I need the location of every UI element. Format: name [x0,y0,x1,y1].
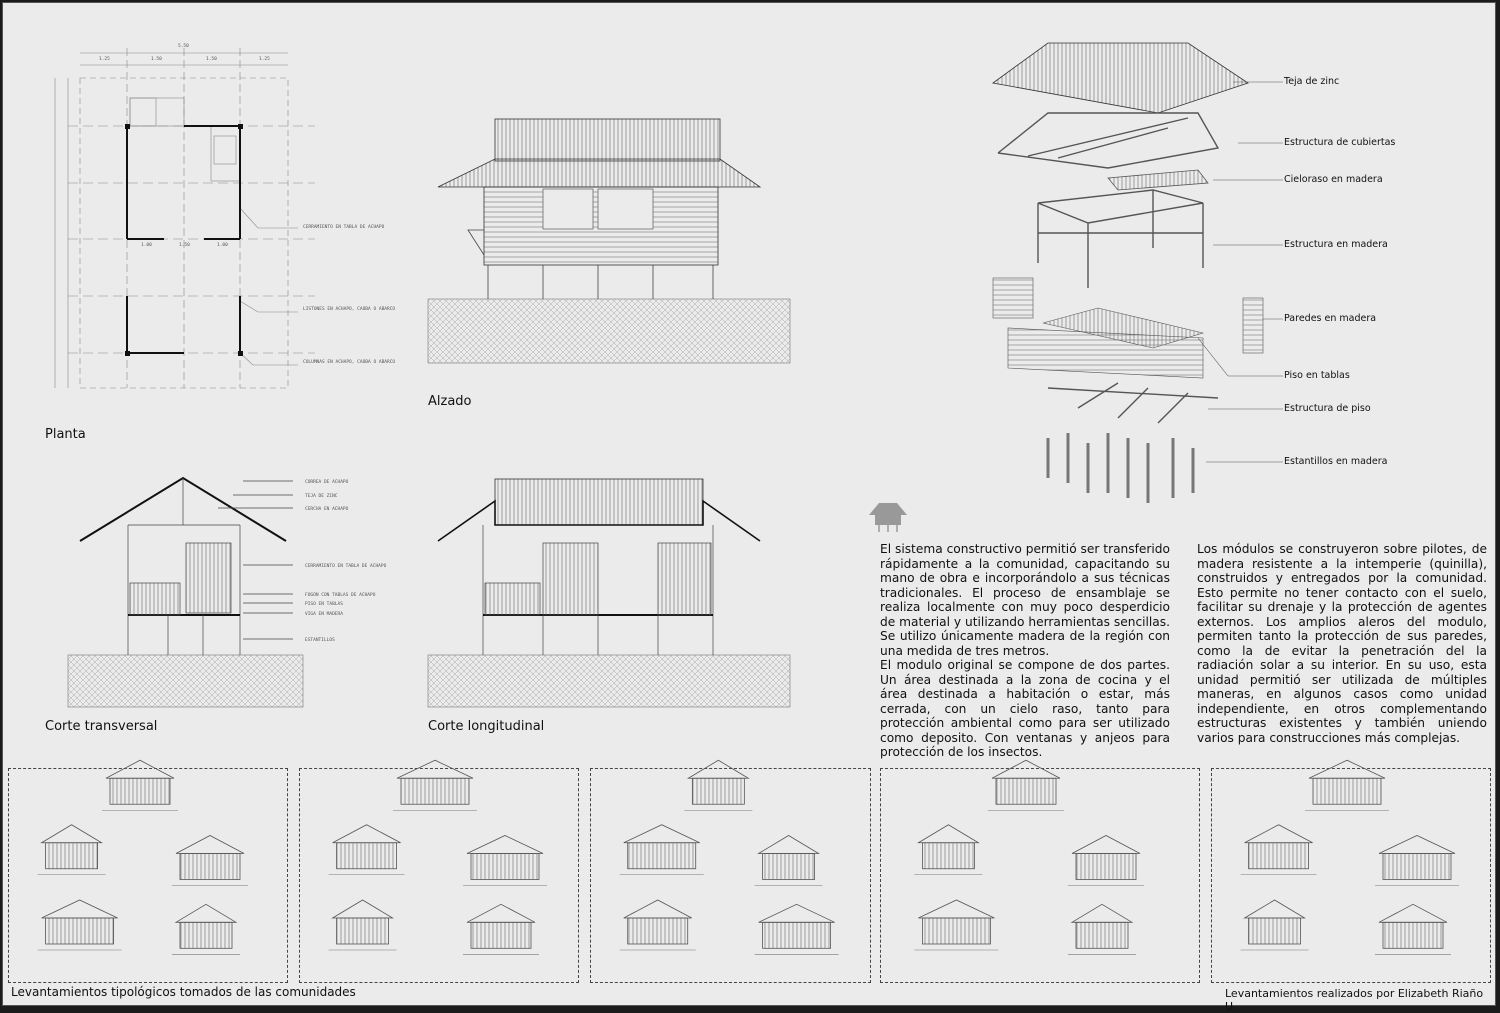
longitudinal-section-drawing [427,478,791,708]
section-note: PISO EN TABLAS [305,601,343,607]
plan-title: Planta [45,427,86,442]
plan-dim: 1.50 [179,242,190,248]
elevation-drawing [427,118,791,364]
plan-dim: 1.25 [259,56,270,62]
sketch-house [619,824,704,876]
plan-drawing: 5.50 1.25 1.50 1.50 1.25 1.00 1.50 1.00 … [54,43,395,389]
house-icon [869,503,907,532]
plan-note: LISTONES EN ACHAPO, CAOBA O ABARCO [303,306,395,312]
exploded-label: Piso en tablas [1284,370,1350,381]
paragraph: El sistema constructivo permitió ser tra… [880,542,1170,658]
sketch-house [102,759,178,811]
sketch-panel-4 [880,768,1200,983]
sketch-panel-1 [8,768,288,983]
sketch-house [37,899,122,951]
exploded-label: Paredes en madera [1284,313,1377,324]
plan-dim: 1.50 [151,56,162,62]
description-right: Los módulos se construyeron sobre pilote… [1197,542,1487,745]
description-left: El sistema constructivo permitió ser tra… [880,542,1170,760]
sketch-house [1240,824,1317,876]
sketch-house [172,903,240,955]
plan-dim: 1.00 [217,242,228,248]
elevation-title: Alzado [428,394,472,409]
sketch-house [1068,835,1144,886]
section-note: CORREA DE ACHAPO [305,479,349,485]
exploded-label: Teja de zinc [1284,76,1340,87]
section-note: CERRAMIENTO EN TABLA DE ACHAPO [305,563,387,569]
section-note: VIGA EN MADERA [305,611,343,617]
footer-right: Levantamientos realizados por Elizabeth … [1225,987,1484,1013]
sketch-house [754,835,823,886]
sketch-house [1068,903,1136,955]
exploded-label: Estantillos en madera [1284,456,1388,467]
plan-note: COLUMNAS EN ACHAPO, CAOBA O ABARCO [303,359,395,365]
sketch-house [328,899,397,951]
section-note: ESTANTILLOS [305,637,335,643]
sketch-house [1375,903,1451,955]
sketch-house [1375,835,1459,886]
sketch-house [463,835,547,886]
sketch-house [988,759,1064,811]
plan-note: CERRAMIENTO EN TABLA DE ACHAPO [303,224,385,230]
sketch-house [684,759,753,811]
section-note: FOGON CON TABLAS DE ACHAPO [305,592,376,598]
sketch-house [172,835,248,886]
plan-dim: 1.25 [99,56,110,62]
section-note: TEJA DE ZINC [305,493,338,499]
sketch-house [393,759,477,811]
sketch-panel-2 [299,768,579,983]
exploded-axonometric [992,42,1283,503]
exploded-label: Estructura de piso [1284,403,1371,414]
sketch-house [914,824,983,876]
sketch-panel-3 [590,768,871,983]
plan-dim: 1.50 [206,56,217,62]
sketch-house [619,899,696,951]
exploded-label: Estructura en madera [1284,239,1388,250]
footer-left: Levantamientos tipológicos tomados de la… [11,985,356,999]
sketch-house [328,824,405,876]
exploded-label: Estructura de cubiertas [1284,137,1396,148]
sketch-house [463,903,539,955]
sketch-house [754,903,839,955]
sketch-house [1305,759,1389,811]
sketch-panel-5 [1211,768,1491,983]
plan-dim: 1.00 [141,242,152,248]
sketch-house [37,824,106,876]
longitudinal-section-title: Corte longitudinal [428,719,545,734]
sketch-drawings [37,759,1459,955]
plan-dim-total: 5.50 [178,43,189,49]
paragraph: El modulo original se compone de dos par… [880,658,1170,759]
cross-section-title: Corte transversal [45,719,158,734]
sketch-house [914,899,999,951]
section-note: CERCHA EN ACHAPO [305,506,349,512]
sketch-house [1240,899,1309,951]
cross-section-drawing: CORREA DE ACHAPO TEJA DE ZINC CERCHA EN … [67,476,387,708]
exploded-label: Cieloraso en madera [1284,174,1383,185]
